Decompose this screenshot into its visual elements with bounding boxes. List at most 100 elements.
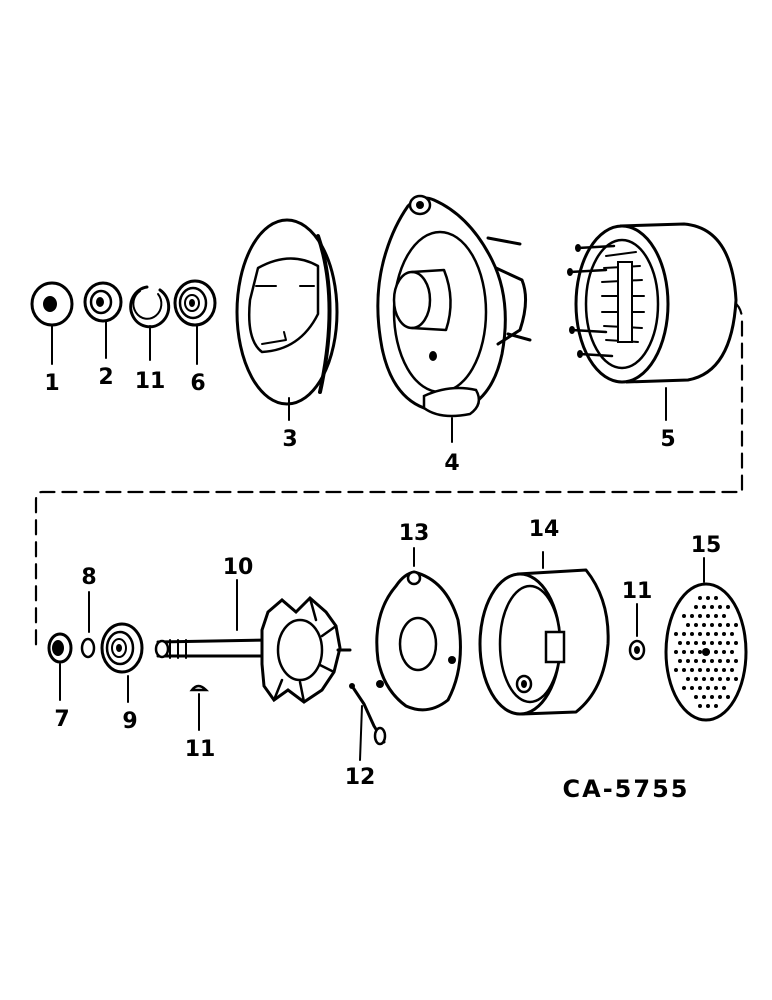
callout-7: 7 [54,707,69,732]
screen-hole [702,605,706,609]
part-7-collar [47,632,73,701]
screen-hole [710,677,714,681]
part-6-bearing [173,279,217,365]
part-11-snap-ring [129,285,171,361]
part-1-washer [30,281,74,365]
callout-10: 10 [223,555,254,580]
part-11-key [189,684,210,731]
screen-hole [722,614,726,618]
screen-hole [690,614,694,618]
screen-hole [694,605,698,609]
screen-hole [686,677,690,681]
screen-hole [730,650,734,654]
screen-hole [714,668,718,672]
part-14-housing [478,551,610,716]
screen-hole [718,695,722,699]
screen-hole [710,695,714,699]
callout-12: 12 [345,765,376,790]
screen-hole [682,668,686,672]
callout-11: 11 [135,369,166,394]
part-5-stator [567,222,738,421]
screen-hole [714,614,718,618]
screen-hole [710,659,714,663]
screen-hole [702,677,706,681]
screen-hole [710,641,714,645]
screen-hole [686,659,690,663]
screen-hole [706,704,710,708]
screen-hole [722,686,726,690]
screen-hole [702,623,706,627]
screen-hole [706,596,710,600]
screen-hole [710,623,714,627]
screen-hole [694,623,698,627]
screen-hole [718,641,722,645]
screen-hole [690,686,694,690]
screen-hole [718,677,722,681]
screen-hole [678,659,682,663]
part-8-spacer [80,591,96,659]
screen-hole [698,704,702,708]
part-13-insulator-plate [375,547,462,712]
screen-hole [686,623,690,627]
screen-hole [714,650,718,654]
part-4-drive-end-frame [376,194,532,443]
screen-perforations [674,596,738,708]
screen-hole [698,596,702,600]
callout-3: 3 [282,427,297,452]
callout-11-key: 11 [185,737,216,762]
screen-hole [690,668,694,672]
callout-4: 4 [444,451,459,476]
screen-hole [718,659,722,663]
screen-hole [714,686,718,690]
screen-hole [702,695,706,699]
callout-1: 1 [44,371,59,396]
screen-hole [698,686,702,690]
screen-hole [674,632,678,636]
screen-hole [718,605,722,609]
screen-hole [686,641,690,645]
screen-hole [722,668,726,672]
screen-hole [722,650,726,654]
part-15-screen [664,557,748,722]
callout-6: 6 [190,371,205,396]
screen-hole [718,623,722,627]
callout-9: 9 [122,709,137,734]
part-2-spacer [83,281,123,359]
callout-14: 14 [529,517,560,542]
screen-hole [706,614,710,618]
screen-hole [706,632,710,636]
screen-hole [714,704,718,708]
part-11-nut [628,603,646,661]
screen-hole [726,659,730,663]
screen-hole [730,668,734,672]
screen-hole [714,632,718,636]
part-3-shield [235,218,339,421]
callout-5: 5 [660,427,675,452]
screen-hole [730,632,734,636]
screen-hole [694,641,698,645]
screen-hole [674,668,678,672]
screen-hole [702,641,706,645]
screen-hole [726,677,730,681]
part-10-rotor [154,579,352,704]
screen-hole [682,650,686,654]
drawing-code: CA-5755 [563,775,690,803]
screen-hole [706,686,710,690]
screen-hole [674,650,678,654]
screen-hole [734,659,738,663]
screen-hole [710,605,714,609]
screen-hole [714,596,718,600]
screen-hole [734,677,738,681]
callout-11-nut: 11 [622,579,653,604]
screen-center-hole [702,648,710,656]
callout-8: 8 [81,565,96,590]
screen-hole [734,641,738,645]
screen-hole [726,695,730,699]
screen-hole [694,677,698,681]
screen-hole [694,695,698,699]
screen-hole [698,650,702,654]
screen-hole [682,632,686,636]
callout-15: 15 [691,533,722,558]
part-12-brush-lead [349,683,387,761]
